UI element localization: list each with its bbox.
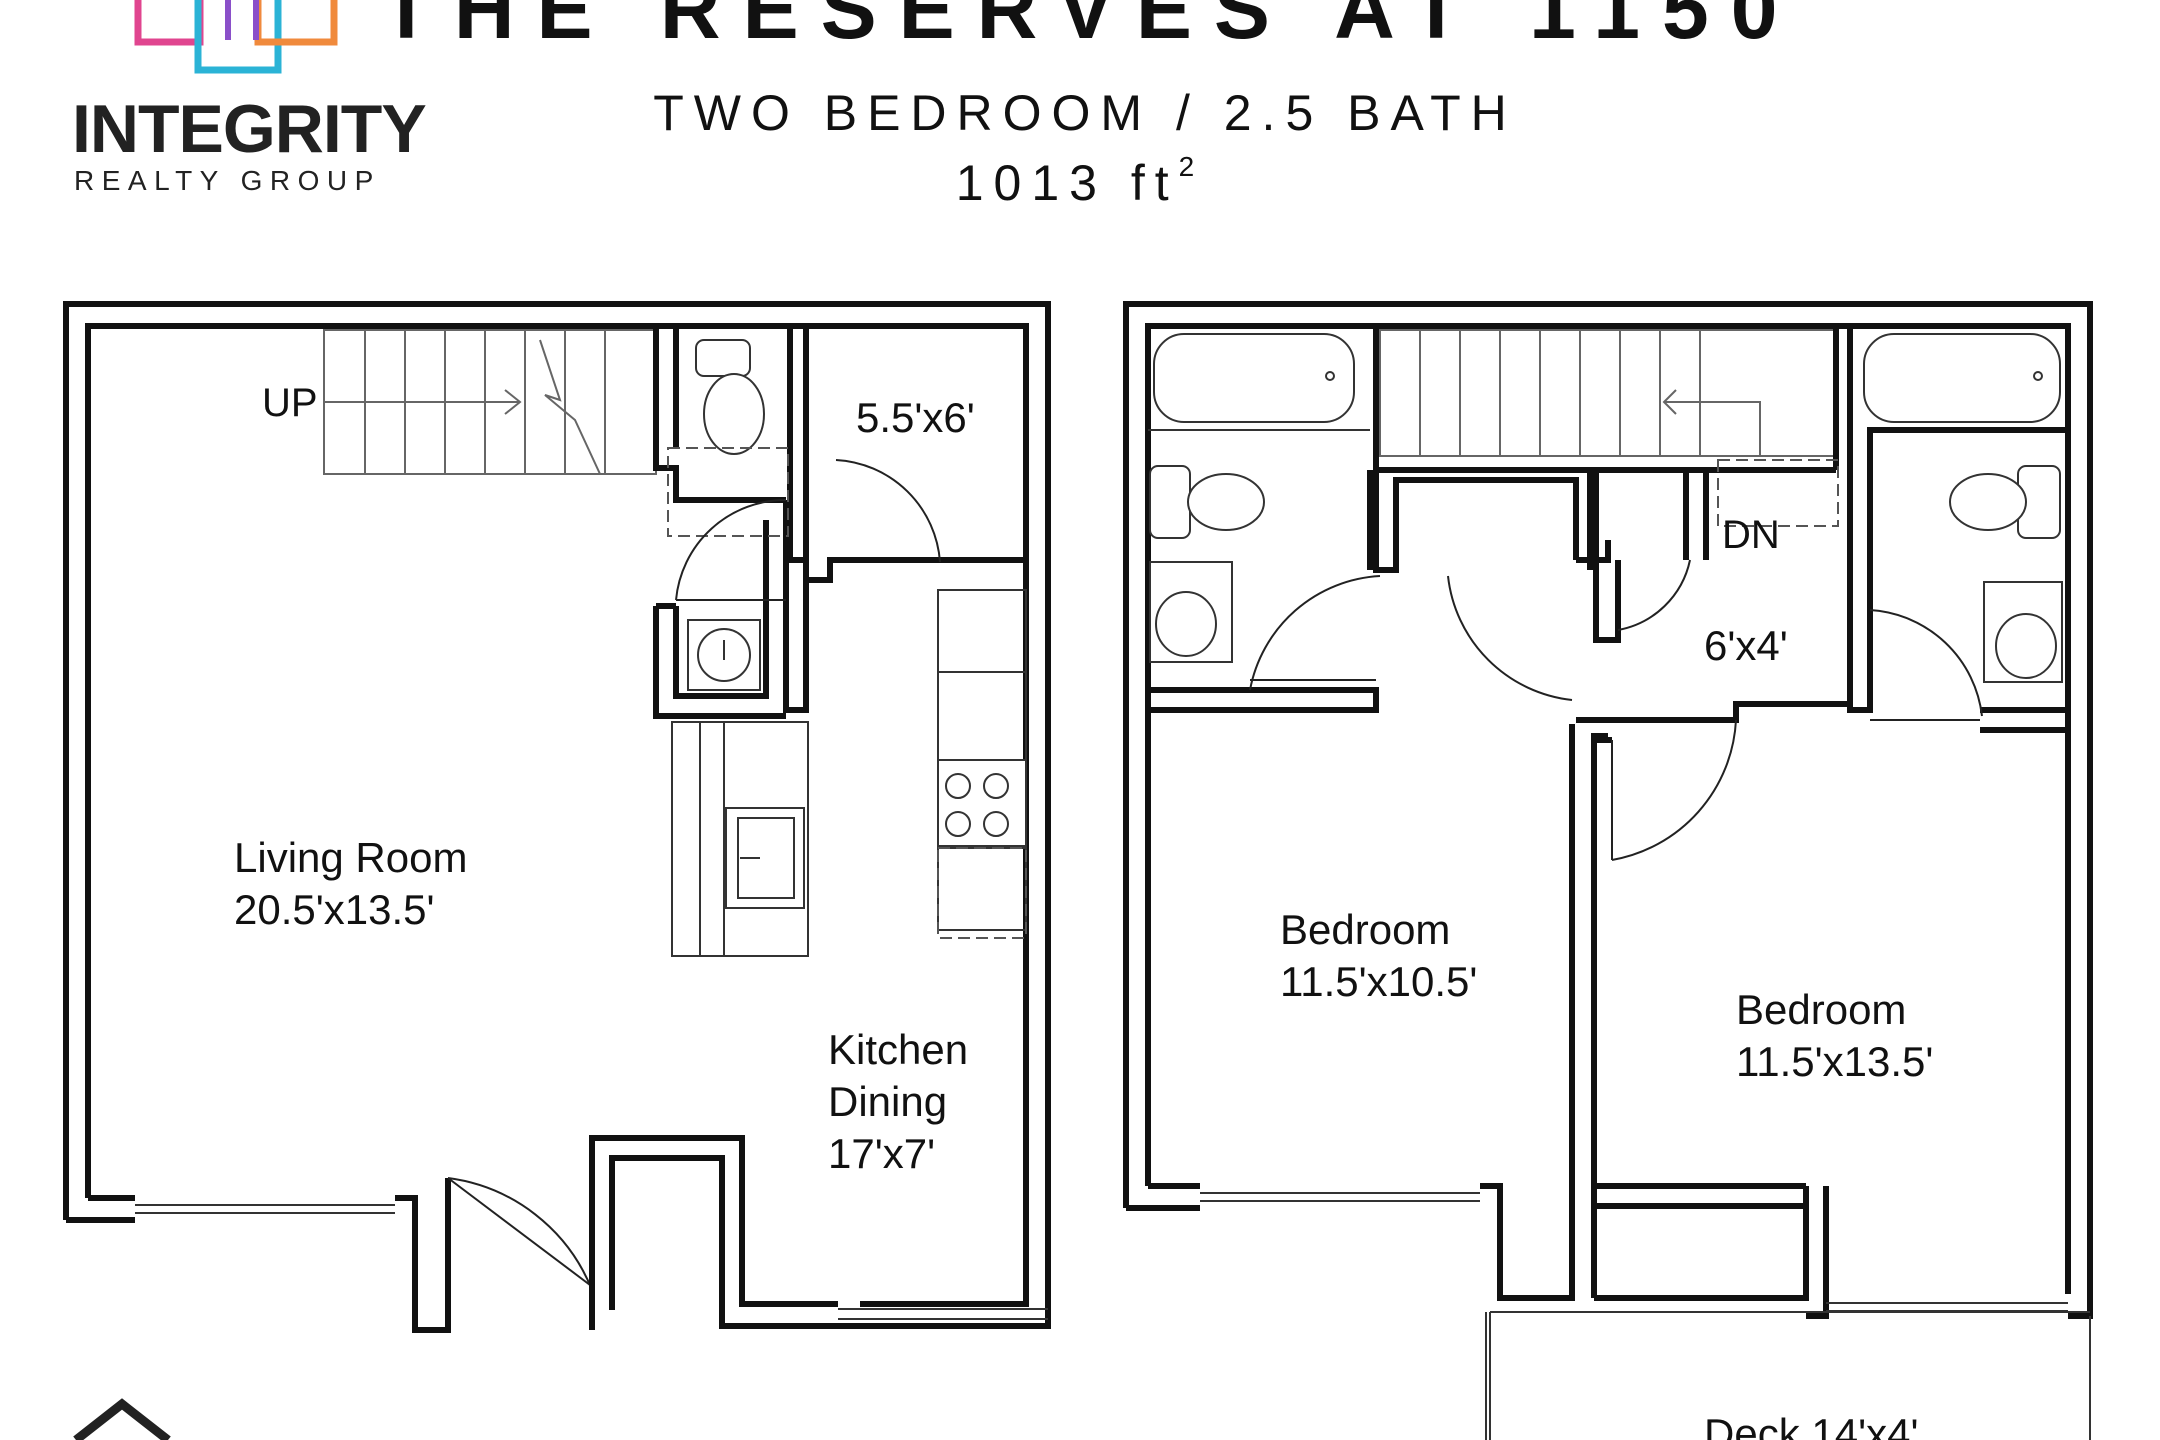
unit-area-sup: 2	[1179, 151, 1205, 182]
bathtub-icon	[1863, 333, 2061, 423]
stove-icon	[937, 759, 1027, 847]
bedroom1-name: Bedroom	[1280, 906, 1450, 953]
logo-name: INTEGRITY	[72, 91, 426, 167]
kitchen-name: Kitchen	[828, 1026, 968, 1073]
bedroom2-size: 11.5'x13.5'	[1736, 1038, 1933, 1085]
bathtub-icon	[1153, 333, 1355, 423]
sink-icon	[1983, 581, 2063, 683]
stairs-down-label: DN	[1722, 513, 1780, 557]
kitchen-size: 17'x7'	[828, 1130, 935, 1177]
second-floor-stairs	[1379, 329, 1837, 457]
toilet-icon	[1949, 465, 2061, 539]
bedroom2-name: Bedroom	[1736, 986, 1906, 1033]
toilet-icon	[695, 339, 765, 455]
front-door	[447, 1177, 591, 1286]
laundry-size: 5.5'x6'	[856, 394, 975, 441]
logo-mark-icon	[134, 0, 338, 74]
property-title: THE RESERVES AT 1150	[381, 0, 1800, 56]
stairs-up-label: UP	[262, 381, 318, 425]
integrity-logo: INTEGRITY REALTY GROUP	[72, 0, 427, 196]
first-floor-stairs	[323, 329, 657, 475]
unit-area: 1013 ft2	[956, 151, 1204, 211]
living-room-name: Living Room	[234, 834, 467, 881]
logo-tagline: REALTY GROUP	[74, 165, 381, 196]
deck	[1485, 1311, 2091, 1440]
kitchen-island	[671, 721, 809, 957]
sink-icon	[1149, 561, 1233, 663]
sink-icon	[687, 619, 761, 691]
deck-label: Deck 14'x4'	[1704, 1410, 1918, 1440]
dining-name: Dining	[828, 1078, 947, 1125]
unit-area-value: 1013 ft	[956, 155, 1179, 211]
bedroom1-size: 11.5'x10.5'	[1280, 958, 1477, 1005]
unit-type: TWO BEDROOM / 2.5 BATH	[653, 85, 1517, 141]
second-floor-plan: DN 6'x4' Bedroom 11.5'x10.5' Bedroom 11.…	[1123, 301, 2093, 1440]
closet-size: 6'x4'	[1704, 622, 1788, 669]
equal-housing-icon	[73, 1398, 171, 1440]
first-floor-plan: UP 5.5'x6' Living Room 20.5'x13.5' Kitch…	[63, 301, 1051, 1333]
living-room-size: 20.5'x13.5'	[234, 886, 435, 933]
toilet-icon	[1149, 465, 1265, 539]
